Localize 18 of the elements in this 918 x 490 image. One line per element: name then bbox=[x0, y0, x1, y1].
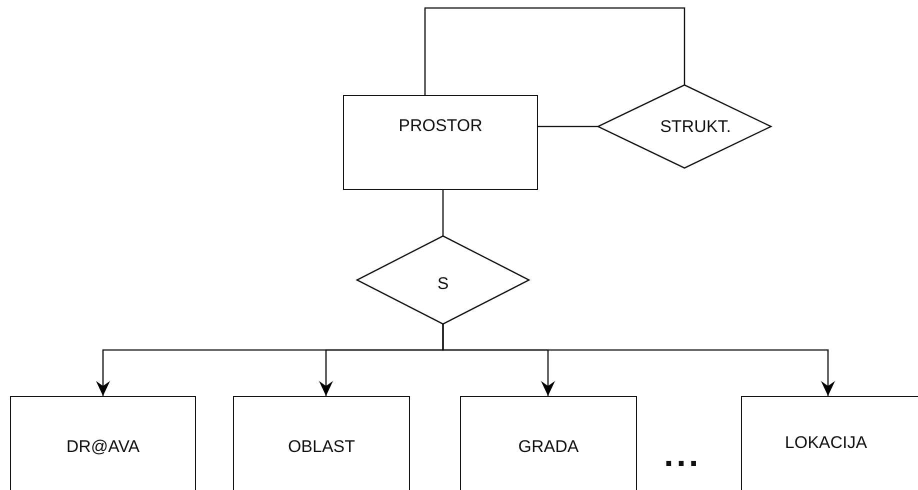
node-label: LOKACIJA bbox=[784, 433, 868, 453]
node-label: GRADA bbox=[518, 437, 579, 457]
connector-line bbox=[538, 126, 598, 128]
connector-line bbox=[442, 190, 444, 236]
decision-diamond bbox=[357, 236, 529, 324]
node-label: PROSTOR bbox=[398, 116, 482, 136]
ellipsis: ... bbox=[664, 438, 702, 472]
entity-box bbox=[10, 396, 196, 490]
node-label: OBLAST bbox=[288, 437, 356, 457]
entity-box bbox=[460, 396, 637, 490]
entity-box bbox=[233, 396, 410, 490]
entity-box bbox=[343, 95, 538, 190]
decision-diamond bbox=[598, 85, 771, 168]
node-label: DR@AVA bbox=[66, 437, 140, 457]
node-label: S bbox=[437, 274, 449, 294]
arrow bbox=[442, 324, 835, 396]
connector-line bbox=[424, 7, 686, 95]
node-label: STRUKT. bbox=[660, 116, 731, 136]
